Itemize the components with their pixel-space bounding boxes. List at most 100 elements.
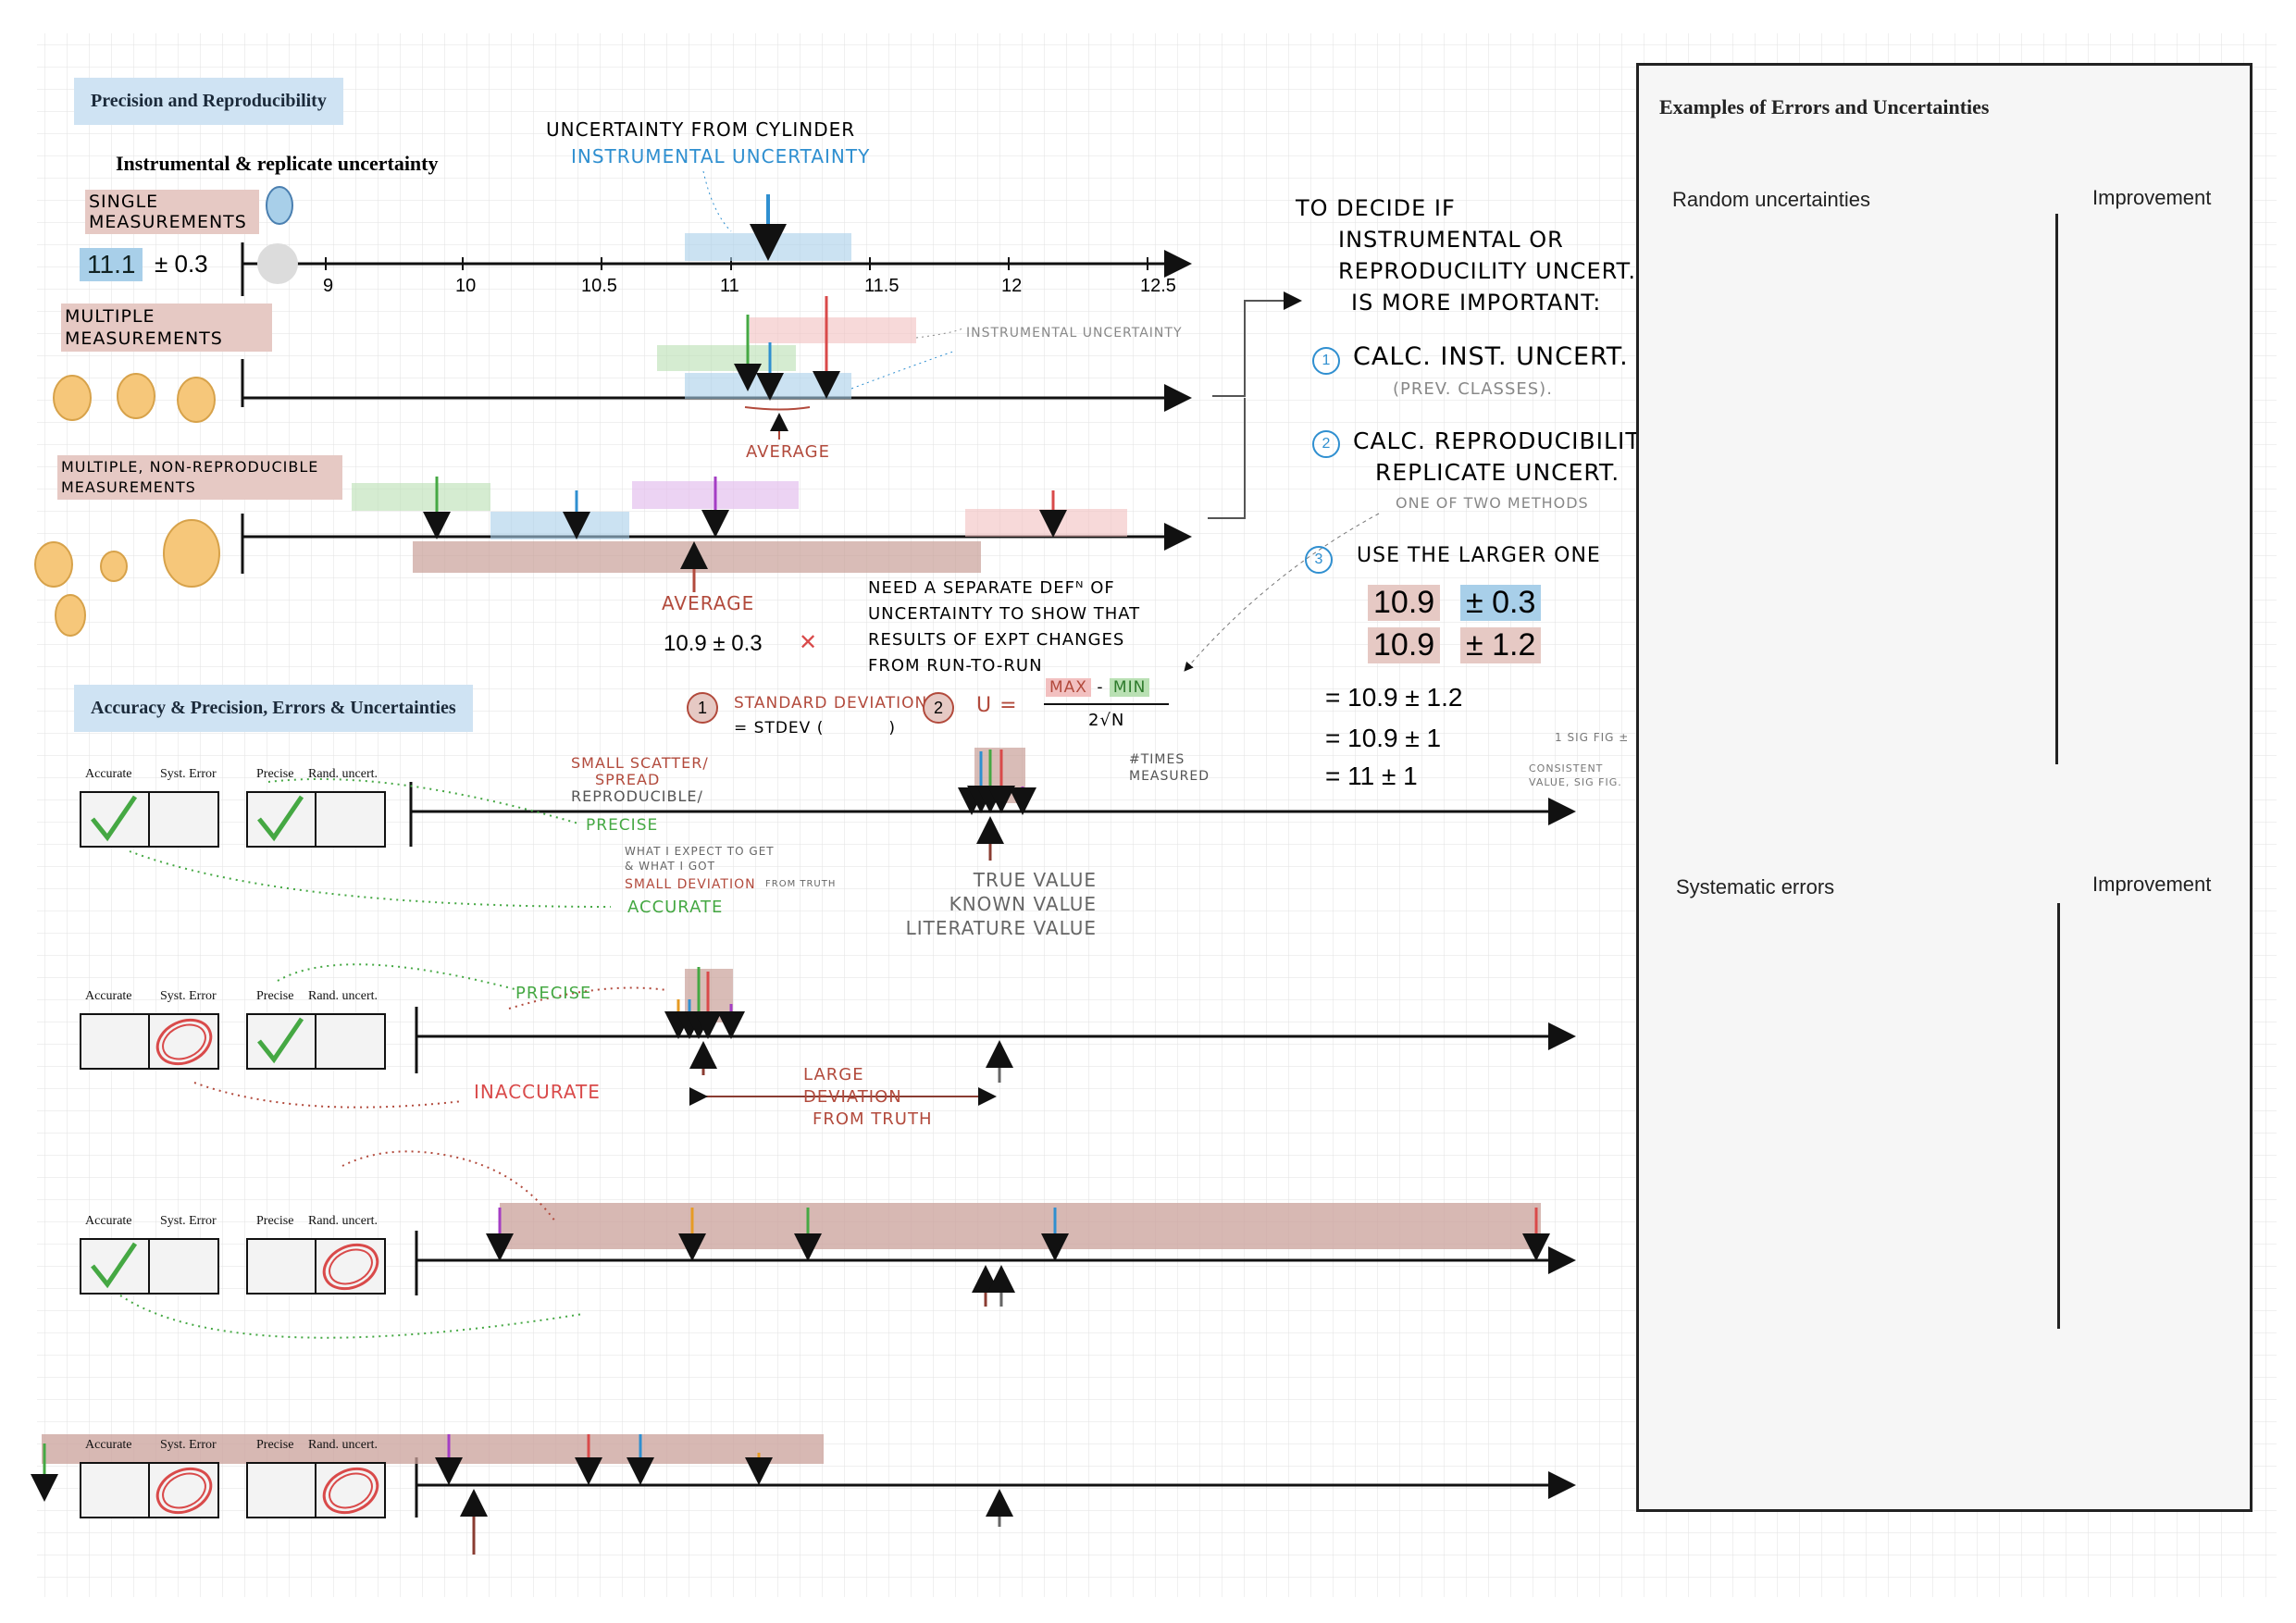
- status-box: [80, 1013, 151, 1070]
- grid-header: Accurate: [85, 989, 132, 1003]
- status-box: [148, 1462, 219, 1518]
- grid-header: Precise: [256, 989, 294, 1003]
- cyl-link: [702, 170, 732, 232]
- large-line: LARGE: [803, 1065, 864, 1084]
- tick-marks: [325, 257, 1148, 270]
- result-2-value: 10.9: [1368, 627, 1441, 663]
- label-multiple: MULTIPLE MEASUREMENTS: [61, 304, 272, 352]
- status-box: [80, 791, 151, 848]
- fraction-bar: [1044, 703, 1169, 705]
- scribble-circle-icon: [322, 1467, 379, 1515]
- label-inst-small: INSTRUMENTAL UNCERTAINTY: [966, 326, 1183, 341]
- need-line: FROM RUN-TO-RUN: [868, 656, 1043, 675]
- average-brace: [744, 406, 811, 411]
- section-title-accuracy: Accuracy & Precision, Errors & Uncertain…: [74, 685, 473, 732]
- method-1-label: STANDARD DEVIATION: [734, 694, 928, 712]
- scatter-note: SMALL SCATTER/ SPREAD REPRODUCIBLE/: [571, 755, 709, 805]
- need-note: NEED A SEPARATE DEFᴺ OF UNCERTAINTY TO S…: [868, 576, 1140, 679]
- tick-label: 10: [455, 276, 477, 296]
- step-2-methods: ONE OF TWO METHODS: [1396, 494, 1589, 512]
- status-box: [148, 1238, 219, 1295]
- step-3-text: USE THE LARGER ONE: [1357, 544, 1601, 567]
- grid-header: Accurate: [85, 1438, 132, 1452]
- min-text: MIN: [1109, 678, 1150, 697]
- status-box: [246, 1013, 317, 1070]
- grid-header: Precise: [256, 1438, 294, 1452]
- blue-drop-icon: [266, 186, 293, 225]
- need-line: RESULTS OF EXPT CHANGES: [868, 630, 1125, 650]
- improvement-heading-2: Improvement: [2092, 873, 2212, 896]
- tick-label: 12: [1001, 276, 1023, 296]
- label-single: SINGLE MEASUREMENTS: [85, 190, 259, 234]
- expect-note: WHAT I EXPECT TO GET & WHAT I GOT: [625, 844, 775, 873]
- systematic-heading: Systematic errors: [1676, 875, 1835, 898]
- check-icon: [91, 795, 138, 842]
- formula-numerator: MAX - MIN: [1046, 678, 1150, 697]
- avg-value: 10.9 ± 0.3: [664, 631, 763, 656]
- accurate-label: ACCURATE: [627, 898, 724, 917]
- examples-panel: Examples of Errors and Uncertainties Ran…: [1636, 63, 2253, 1512]
- grid-header: Syst. Error: [160, 989, 217, 1003]
- large-line: FROM TRUTH: [813, 1109, 933, 1129]
- scatter-line: REPRODUCIBLE/: [571, 787, 703, 805]
- sigfig-note: 1 SIG FIG ±: [1555, 731, 1630, 744]
- need-line: NEED A SEPARATE DEFᴺ OF: [868, 578, 1115, 598]
- avg-cross-icon: ✕: [799, 630, 818, 655]
- need-line: UNCERTAINTY TO SHOW THAT: [868, 604, 1141, 624]
- subtitle-instrumental: Instrumental & replicate uncertainty: [116, 152, 439, 175]
- tick-label: 9: [323, 276, 334, 296]
- red-band: [750, 317, 916, 343]
- small-dev: SMALL DEVIATION: [625, 877, 756, 892]
- status-box: [148, 1013, 219, 1070]
- improvement-heading-1: Improvement: [2092, 186, 2212, 209]
- status-box: [80, 1238, 151, 1295]
- step-3-badge: 3: [1305, 546, 1333, 574]
- step-2-text: CALC. REPRODUCIBILITY: [1353, 427, 1656, 454]
- check-icon: [91, 1242, 138, 1289]
- decide-line: REPRODUCILITY UNCERT.: [1338, 258, 1636, 284]
- true-line: LITERATURE VALUE: [905, 917, 1097, 939]
- check-icon: [257, 795, 304, 842]
- true-line: KNOWN VALUE: [949, 893, 1097, 915]
- method-1-formula: = STDEV (): [734, 719, 896, 737]
- inaccurate-label: INACCURATE: [474, 1081, 601, 1103]
- grid-header: Precise: [256, 767, 294, 781]
- expect-line: WHAT I EXPECT TO GET: [625, 845, 775, 858]
- result-1-value: 10.9: [1368, 585, 1441, 621]
- step-1-badge: 1: [1312, 347, 1340, 375]
- scribble-circle-icon: [155, 1467, 213, 1515]
- decide-line: INSTRUMENTAL OR: [1338, 227, 1564, 253]
- minus-text: -: [1097, 678, 1104, 697]
- status-box: [148, 791, 219, 848]
- status-box: [315, 1013, 386, 1070]
- status-box: [246, 1238, 317, 1295]
- scatter-line: SPREAD: [595, 771, 661, 788]
- result-1-unc: ± 0.3: [1460, 585, 1542, 621]
- label-nonrep: MULTIPLE, NON-REPRODUCIBLE MEASUREMENTS: [57, 455, 342, 500]
- step-2-badge: 2: [1312, 430, 1340, 458]
- number-line-single: [241, 242, 1192, 296]
- equation-1: = 10.9 ± 1.2: [1325, 683, 1463, 712]
- decide-line: IS MORE IMPORTANT:: [1351, 290, 1602, 316]
- method-2-badge: 2: [923, 692, 954, 724]
- stdev-end: ): [888, 719, 896, 737]
- u-equals: U =: [976, 694, 1018, 717]
- result-2-unc: ± 1.2: [1460, 627, 1542, 663]
- tick-label: 11.5: [864, 276, 900, 296]
- label-instrumental: INSTRUMENTAL UNCERTAINTY: [571, 145, 871, 167]
- equation-3: = 11 ± 1: [1325, 762, 1418, 790]
- equation-2: = 10.9 ± 1: [1325, 724, 1442, 752]
- value-uncertainty: ± 0.3: [155, 250, 208, 278]
- step-2-sub: REPLICATE UNCERT.: [1375, 459, 1620, 486]
- scribble-circle-icon: [155, 1018, 213, 1066]
- panel-title: Examples of Errors and Uncertainties: [1659, 95, 1990, 118]
- grid-header: Accurate: [85, 1214, 132, 1228]
- scatter-line: SMALL SCATTER/: [571, 754, 709, 772]
- status-box: [80, 1462, 151, 1518]
- status-box: [315, 791, 386, 848]
- max-text: MAX: [1046, 678, 1091, 697]
- check-icon: [257, 1017, 304, 1064]
